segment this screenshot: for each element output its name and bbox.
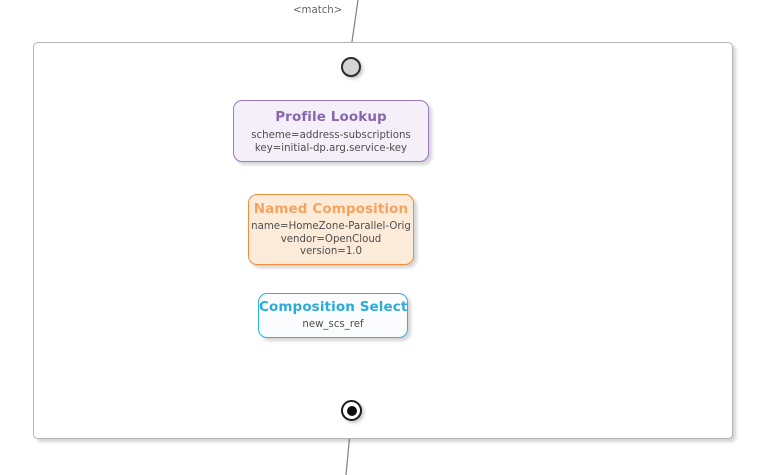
final-node[interactable] xyxy=(341,400,362,421)
node-profile-lookup[interactable]: Profile Lookup scheme=address-subscripti… xyxy=(233,100,429,162)
node-named-composition-title: Named Composition xyxy=(253,201,409,217)
node-named-composition[interactable]: Named Composition name=HomeZone-Parallel… xyxy=(248,194,414,265)
final-node-core xyxy=(346,405,357,416)
node-profile-lookup-title: Profile Lookup xyxy=(275,109,387,125)
node-composition-selector-body: new_scs_ref xyxy=(302,319,364,330)
node-composition-selector-title: Composition Selector xyxy=(259,299,408,315)
node-profile-lookup-body: scheme=address-subscriptions key=initial… xyxy=(251,130,411,154)
node-composition-selector[interactable]: Composition Selector new_scs_ref xyxy=(258,293,408,338)
edge-label-match: <match> xyxy=(293,5,343,16)
node-named-composition-body: name=HomeZone-Parallel-Orig vendor=OpenC… xyxy=(251,221,411,258)
initial-node[interactable] xyxy=(341,57,361,77)
